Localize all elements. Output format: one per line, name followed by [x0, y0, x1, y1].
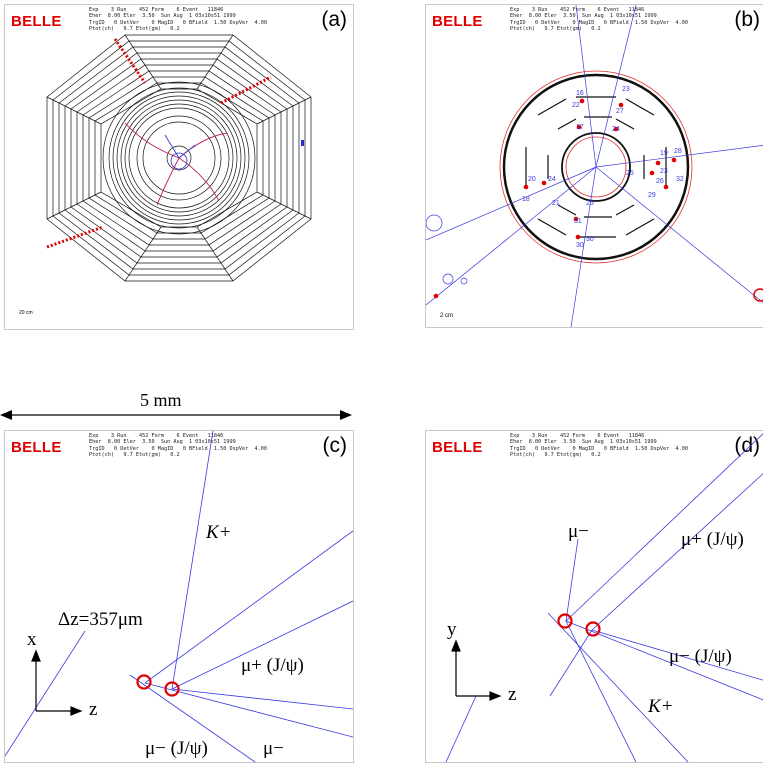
hit-number: 31 — [574, 218, 582, 225]
hit-number: 19 — [660, 150, 668, 157]
hit-number: 21 — [552, 200, 560, 207]
panel-c-tag: (c) — [322, 434, 348, 457]
mu-minus-jpsi-label: μ− (J/ψ) — [145, 738, 208, 759]
panel-b-tag: (b) — [734, 8, 760, 31]
mu-plus-label: μ+ (J/ψ) — [681, 529, 744, 550]
scale-bar-arrow — [0, 410, 352, 420]
panel-a-tag: (a) — [321, 8, 347, 31]
hit-number: 25 — [626, 170, 634, 177]
hit-number: 26 — [656, 178, 664, 185]
axis-x-label: x — [27, 629, 37, 650]
belle-logo: BELLE — [432, 439, 483, 456]
panel-c-xz-vertex-view: BELLE Exp 3 Run 452 Form 6 Event 11846 E… — [4, 430, 354, 763]
mu-plus-label: μ+ (J/ψ) — [241, 655, 304, 676]
mu-minus-jpsi-label: μ− (J/ψ) — [669, 646, 732, 667]
hit-number: 22 — [572, 102, 580, 109]
panel-c-vertex-graphic — [5, 431, 353, 762]
delta-z-label: Δz=357μm — [58, 609, 143, 630]
k-plus-label: K+ — [206, 522, 232, 543]
belle-logo: BELLE — [11, 13, 62, 30]
panel-b-scale-label: 2 cm — [440, 313, 454, 319]
hit-number: 29 — [648, 192, 656, 199]
axis-z-label: z — [89, 699, 98, 720]
hit-number: 32 — [676, 176, 684, 183]
panel-d-vertex-graphic — [445, 433, 763, 762]
panel-b-svd-graphic: 16 23 22 27 17 24 19 28 25 20 24 23 26 32 18 21 25 29 31 30… — [426, 5, 763, 327]
belle-logo: BELLE — [11, 439, 62, 456]
hit-number: 30 — [576, 242, 584, 249]
panel-a-detector-graphic — [46, 34, 312, 282]
panel-b-vertex-detector-view: BELLE Exp 3 Run 452 Form 6 Event 11846 E… — [425, 4, 763, 328]
hit-number: 23 — [660, 168, 668, 175]
hit-number: 30 — [586, 236, 594, 243]
hit-number: 18 — [522, 196, 530, 203]
hit-number: 24 — [612, 126, 620, 133]
event-info: Exp 3 Run 452 Form 6 Event 11846 Eher 8.… — [89, 433, 268, 458]
axis-y-label: y — [447, 619, 457, 640]
hit-number: 23 — [622, 86, 630, 93]
scale-bar-label: 5 mm — [140, 390, 182, 410]
panel-d-yz-vertex-view: BELLE Exp 3 Run 452 Form 6 Event 11846 E… — [425, 430, 763, 763]
event-info: Exp 3 Run 452 Form 6 Event 11846 Eher 8.… — [89, 7, 268, 32]
hit-number: 17 — [576, 124, 584, 131]
event-info: Exp 3 Run 452 Form 6 Event 11846 Eher 8.… — [510, 7, 689, 32]
hit-number: 24 — [548, 176, 556, 183]
mu-minus-label: μ− — [568, 521, 589, 542]
axis-z-label: z — [508, 684, 517, 705]
hit-number: 28 — [674, 148, 682, 155]
k-plus-label: K+ — [648, 696, 674, 717]
panel-a-scale-label: 20 cm — [19, 310, 33, 316]
mu-minus-label: μ− — [263, 738, 284, 759]
event-info: Exp 3 Run 452 Form 6 Event 11846 Eher 8.… — [510, 433, 689, 458]
hit-number: 16 — [576, 90, 584, 97]
hit-number: 27 — [616, 108, 624, 115]
panel-d-tag: (d) — [734, 434, 760, 457]
panel-a-full-detector-view: BELLE Exp 3 Run 452 Form 6 Event 11846 E… — [4, 4, 354, 330]
hit-number: 25 — [586, 200, 594, 207]
belle-logo: BELLE — [432, 13, 483, 30]
hit-number: 20 — [528, 176, 536, 183]
